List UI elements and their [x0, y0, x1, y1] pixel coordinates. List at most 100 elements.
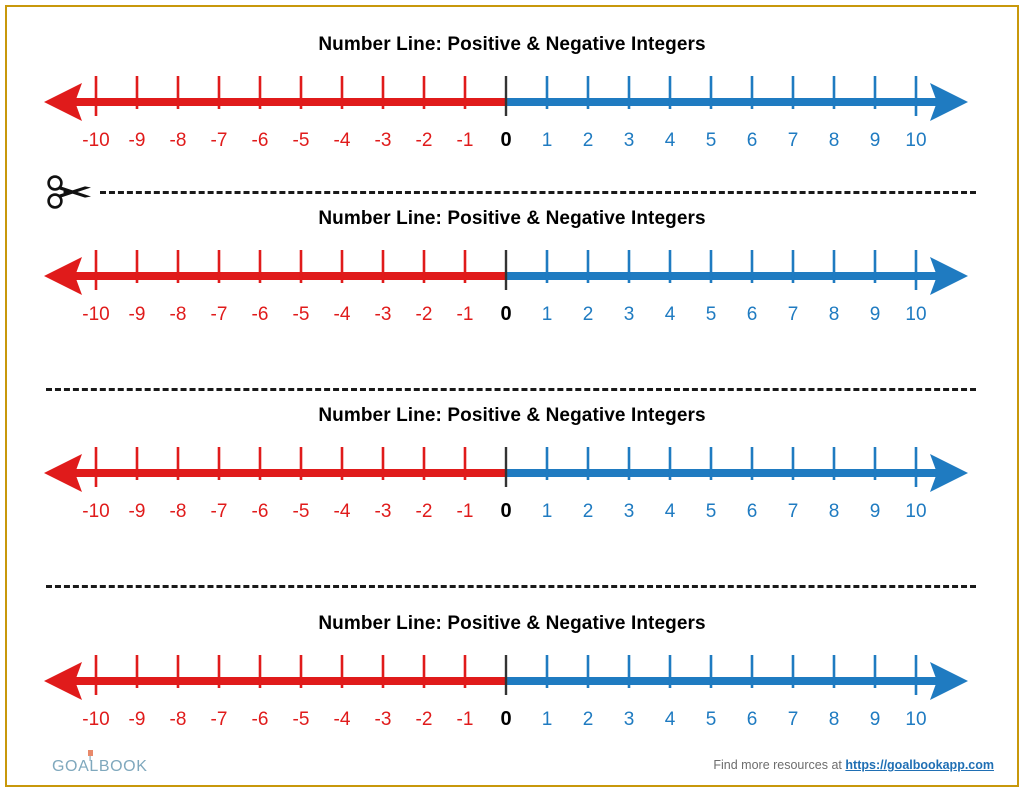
right-arrow-icon: [930, 454, 968, 492]
tick-label: -4: [334, 709, 351, 730]
cut-line-dashes-3: [46, 585, 976, 588]
cut-line-dashes-1: [100, 191, 976, 194]
tick-label: 5: [706, 304, 717, 325]
tick-label: 4: [665, 709, 676, 730]
tick-label: -9: [129, 130, 146, 151]
tick-label: 1: [542, 130, 553, 151]
tick-label: -7: [211, 304, 228, 325]
tick-label: 4: [665, 130, 676, 151]
tick-label: -8: [170, 130, 187, 151]
tick-label: 7: [788, 130, 799, 151]
tick-label: -4: [334, 304, 351, 325]
tick-label: 7: [788, 304, 799, 325]
tick-label: 8: [829, 709, 840, 730]
tick-label: 10: [905, 130, 926, 151]
tick-label: -2: [416, 501, 433, 522]
tick-label: -6: [252, 130, 269, 151]
tick-label: 3: [624, 304, 635, 325]
number-line-title-2: Number Line: Positive & Negative Integer…: [318, 208, 706, 229]
tick-label: -10: [82, 709, 109, 730]
tick-label: 6: [747, 501, 758, 522]
right-arrow-icon: [930, 83, 968, 121]
tick-label: 9: [870, 501, 881, 522]
tick-label: 9: [870, 130, 881, 151]
left-arrow-icon: [44, 662, 82, 700]
tick-label: -9: [129, 709, 146, 730]
logo-mark-icon: [86, 748, 95, 761]
tick-label: -4: [334, 501, 351, 522]
tick-label: -7: [211, 501, 228, 522]
tick-label: 9: [870, 304, 881, 325]
tick-label: -3: [375, 304, 392, 325]
tick-label: 8: [829, 501, 840, 522]
number-line-title-4: Number Line: Positive & Negative Integer…: [318, 613, 706, 634]
number-line-title-3: Number Line: Positive & Negative Integer…: [318, 405, 706, 426]
tick-label: 4: [665, 304, 676, 325]
tick-label: -6: [252, 709, 269, 730]
tick-label: -6: [252, 501, 269, 522]
tick-label: 1: [542, 709, 553, 730]
tick-label: -7: [211, 709, 228, 730]
goalbook-logo: GOALBOOK: [52, 748, 172, 782]
tick-label: -10: [82, 130, 109, 151]
tick-label: 0: [500, 708, 511, 730]
footer: GOALBOOK Find more resources at https://…: [0, 746, 1024, 792]
cut-line-dashes-2: [46, 388, 976, 391]
tick-label: -2: [416, 304, 433, 325]
tick-label: 1: [542, 501, 553, 522]
tick-label: 7: [788, 501, 799, 522]
footer-note-prefix: Find more resources at: [713, 758, 842, 772]
number-line-section-3: Number Line: Positive & Negative Integer…: [0, 405, 1024, 560]
tick-label: 2: [583, 709, 594, 730]
tick-label: -6: [252, 304, 269, 325]
goalbook-logo-text: GOALBOOK: [52, 758, 148, 775]
tick-label: 0: [500, 303, 511, 325]
tick-label: -5: [293, 130, 310, 151]
tick-label: 3: [624, 709, 635, 730]
goalbook-link[interactable]: https://goalbookapp.com: [845, 758, 994, 772]
tick-label: 3: [624, 501, 635, 522]
tick-label: 10: [905, 709, 926, 730]
tick-label: 10: [905, 304, 926, 325]
tick-label: 1: [542, 304, 553, 325]
right-arrow-icon: [930, 257, 968, 295]
tick-label: -9: [129, 501, 146, 522]
tick-label: 4: [665, 501, 676, 522]
tick-label: 8: [829, 304, 840, 325]
number-line-section-2: Number Line: Positive & Negative Integer…: [0, 208, 1024, 363]
tick-label: 0: [500, 500, 511, 522]
left-arrow-icon: [44, 454, 82, 492]
tick-label: -4: [334, 130, 351, 151]
cut-line-2: [0, 377, 1024, 401]
tick-label: -10: [82, 501, 109, 522]
scissors-icon: [44, 172, 96, 212]
tick-label: 2: [583, 304, 594, 325]
footer-note: Find more resources at https://goalbooka…: [713, 758, 994, 772]
left-arrow-icon: [44, 257, 82, 295]
tick-label: 5: [706, 501, 717, 522]
number-line-section-1: Number Line: Positive & Negative Integer…: [0, 34, 1024, 189]
tick-label: -1: [457, 304, 474, 325]
tick-label: 5: [706, 709, 717, 730]
tick-label: 6: [747, 709, 758, 730]
tick-label: -3: [375, 501, 392, 522]
tick-label: -3: [375, 709, 392, 730]
tick-label: -1: [457, 130, 474, 151]
tick-label: -8: [170, 304, 187, 325]
tick-label: -7: [211, 130, 228, 151]
tick-label: 10: [905, 501, 926, 522]
left-arrow-icon: [44, 83, 82, 121]
tick-label: 6: [747, 304, 758, 325]
tick-label: -3: [375, 130, 392, 151]
tick-label: -5: [293, 709, 310, 730]
tick-label: 3: [624, 130, 635, 151]
tick-label: -8: [170, 501, 187, 522]
tick-label: 9: [870, 709, 881, 730]
tick-label: -1: [457, 501, 474, 522]
